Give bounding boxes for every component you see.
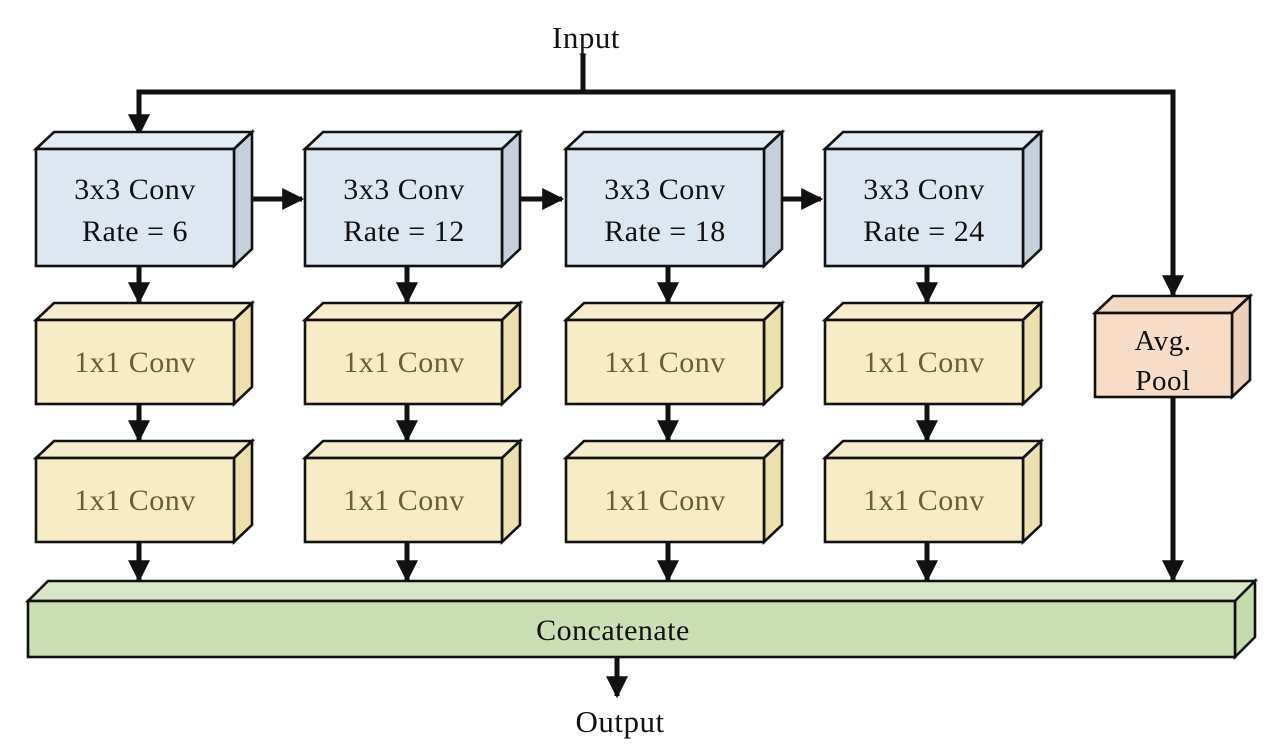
- concatenate-top-face: [24, 579, 1259, 603]
- conv3x3-rate24-box: 3x3 Conv Rate = 24: [821, 128, 1045, 270]
- pointwise2-b4-label: 1x1 Conv: [863, 484, 985, 517]
- pointwise1-b1-front-face: [34, 318, 236, 406]
- pointwise1-b4-box: 1x1 Conv: [821, 299, 1045, 408]
- pointwise1-b4-front-face: [823, 318, 1025, 406]
- pointwise1-b1-box: 1x1 Conv: [32, 299, 256, 408]
- pointwise2-b1-front-face: [34, 456, 236, 544]
- pointwise2-b3-front-face: [564, 456, 766, 544]
- pointwise2-b3-box: 1x1 Conv: [562, 437, 786, 546]
- pointwise2-b2-front-face: [303, 456, 504, 544]
- pointwise2-b1-side-face: [232, 437, 254, 546]
- pointwise1-b4-label: 1x1 Conv: [863, 346, 985, 379]
- pointwise2-b3-side-face: [762, 437, 784, 546]
- conv3x3-rate18-side-face: [762, 128, 784, 270]
- conv3x3-rate18-top-face: [562, 130, 786, 151]
- pointwise2-b4-side-face: [1021, 437, 1043, 546]
- conv3x3-rate12-rate-label: Rate = 12: [343, 215, 464, 248]
- pointwise2-b4-top-face: [821, 439, 1045, 460]
- pointwise2-b1-box: 1x1 Conv: [32, 437, 256, 546]
- conv3x3-rate18-front-face: [564, 147, 766, 268]
- avg-pool-top-face: [1091, 294, 1254, 315]
- conv3x3-rate12-top-face: [301, 130, 524, 151]
- pointwise1-b2-side-face: [500, 299, 522, 408]
- pointwise2-b1-label: 1x1 Conv: [74, 484, 196, 517]
- conv3x3-rate24-rate-label: Rate = 24: [863, 215, 984, 248]
- input-label: Input: [552, 20, 620, 55]
- conv3x3-rate12-front-face: [303, 147, 504, 268]
- conv3x3-rate12-label: 3x3 Conv: [343, 173, 465, 206]
- pointwise1-b3-front-face: [564, 318, 766, 406]
- conv3x3-rate24-side-face: [1021, 128, 1043, 270]
- pointwise1-b1-top-face: [32, 301, 256, 322]
- conv3x3-rate24-label: 3x3 Conv: [863, 173, 985, 206]
- input-distribution-rail: [127, 89, 1185, 298]
- avg-pool-box: Avg. Pool: [1091, 292, 1254, 401]
- avg-pool-label-line1: Avg.: [1134, 325, 1191, 357]
- pointwise1-b3-box: 1x1 Conv: [562, 299, 786, 408]
- concatenate-bar: Concatenate: [24, 577, 1259, 661]
- pointwise2-b2-side-face: [500, 437, 522, 546]
- pointwise2-b3-label: 1x1 Conv: [604, 484, 726, 517]
- pointwise2-b2-label: 1x1 Conv: [343, 484, 465, 517]
- conv3x3-rate12-box: 3x3 Conv Rate = 12: [301, 128, 524, 270]
- pointwise1-b3-side-face: [762, 299, 784, 408]
- concatenate-front-face: [26, 599, 1237, 659]
- connectors: [127, 54, 1185, 699]
- conv3x3-rate24-front-face: [823, 147, 1025, 268]
- conv3x3-rate6-top-face: [32, 130, 256, 151]
- conv3x3-rate12-side-face: [500, 128, 522, 270]
- conv3x3-rate6-box: 3x3 Conv Rate = 6: [32, 128, 256, 270]
- conv3x3-rate24-top-face: [821, 130, 1045, 151]
- conv3x3-rate18-rate-label: Rate = 18: [604, 215, 725, 248]
- conv3x3-rate6-rate-label: Rate = 6: [82, 215, 188, 248]
- avg-pool-front-face: [1093, 311, 1234, 399]
- pointwise2-b4-box: 1x1 Conv: [821, 437, 1045, 546]
- conv3x3-rate18-box: 3x3 Conv Rate = 18: [562, 128, 786, 270]
- avg-pool-side-face: [1230, 292, 1252, 401]
- conv3x3-rate18-label: 3x3 Conv: [604, 173, 726, 206]
- conv3x3-rate6-label: 3x3 Conv: [74, 173, 196, 206]
- pointwise2-b4-front-face: [823, 456, 1025, 544]
- pointwise2-b2-top-face: [301, 439, 524, 460]
- pointwise1-b2-front-face: [303, 318, 504, 406]
- concatenate-label: Concatenate: [536, 614, 690, 647]
- conv3x3-rate6-side-face: [232, 128, 254, 270]
- pointwise1-b1-side-face: [232, 299, 254, 408]
- avg-pool-label-line2: Pool: [1135, 365, 1190, 397]
- pointwise1-b1-label: 1x1 Conv: [74, 346, 196, 379]
- pointwise2-b1-top-face: [32, 439, 256, 460]
- pointwise1-b3-label: 1x1 Conv: [604, 346, 726, 379]
- pointwise2-b2-box: 1x1 Conv: [301, 437, 524, 546]
- pointwise1-b2-top-face: [301, 301, 524, 322]
- pointwise1-b3-top-face: [562, 301, 786, 322]
- conv3x3-rate6-front-face: [34, 147, 236, 268]
- pointwise1-b4-top-face: [821, 301, 1045, 322]
- pointwise1-b2-box: 1x1 Conv: [301, 299, 524, 408]
- pointwise1-b4-side-face: [1021, 299, 1043, 408]
- output-label: Output: [575, 704, 664, 739]
- pointwise2-b3-top-face: [562, 439, 786, 460]
- pointwise1-b2-label: 1x1 Conv: [343, 346, 465, 379]
